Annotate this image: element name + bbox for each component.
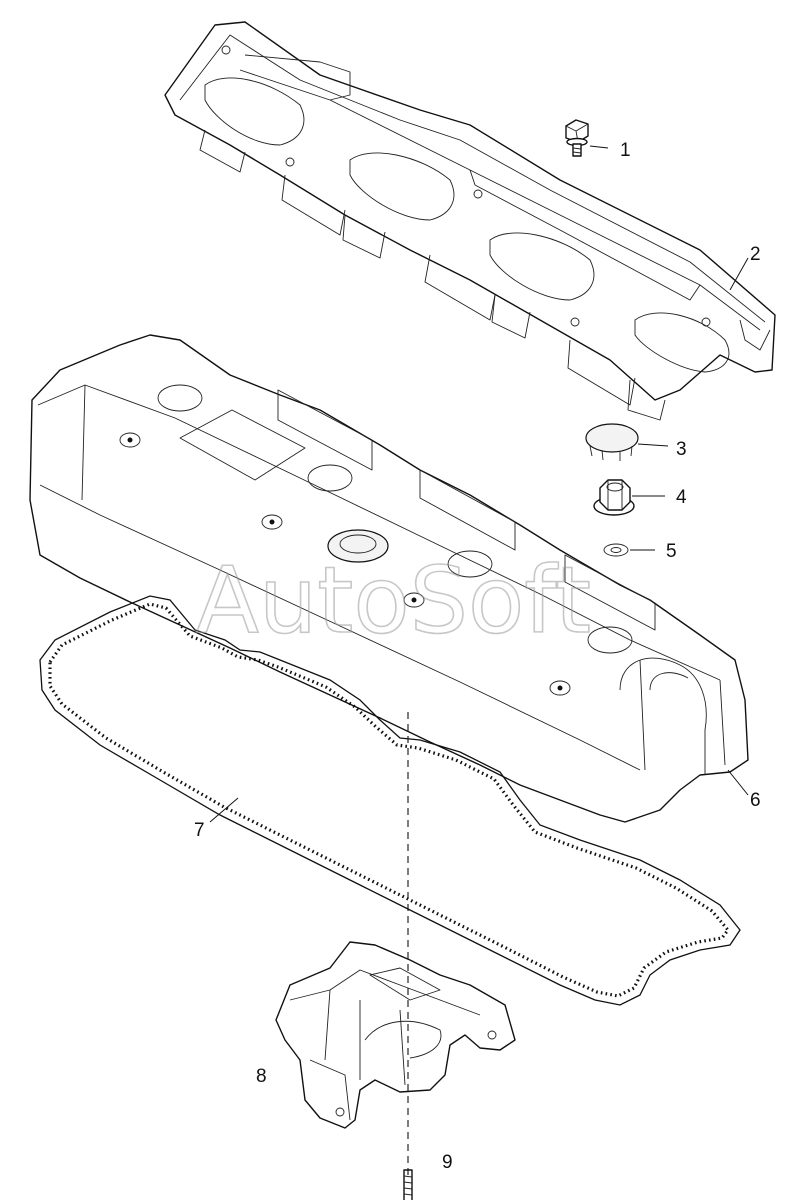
part-9-bolt[interactable]: [403, 1169, 413, 1200]
callout-2: 2: [750, 244, 761, 265]
part-8-bracket[interactable]: [275, 941, 516, 1129]
callout-7: 7: [194, 820, 205, 841]
callout-5: 5: [666, 541, 677, 562]
part-1-flange-bolt[interactable]: [565, 119, 589, 157]
part-7-gasket[interactable]: [39, 595, 741, 1006]
callout-8: 8: [256, 1066, 267, 1087]
part-4-flange-nut[interactable]: [593, 479, 635, 516]
callout-3: 3: [676, 439, 687, 460]
leader-lines: [209, 145, 749, 823]
part-2-cover-shield[interactable]: [164, 21, 776, 421]
callout-4: 4: [676, 487, 687, 508]
callout-6: 6: [750, 790, 761, 811]
callout-1: 1: [620, 140, 631, 161]
watermark-text: AutoSoft: [196, 547, 591, 654]
part-5-washer[interactable]: [603, 543, 629, 557]
callout-9: 9: [442, 1152, 453, 1173]
part-3-plug-cap[interactable]: [585, 423, 639, 461]
